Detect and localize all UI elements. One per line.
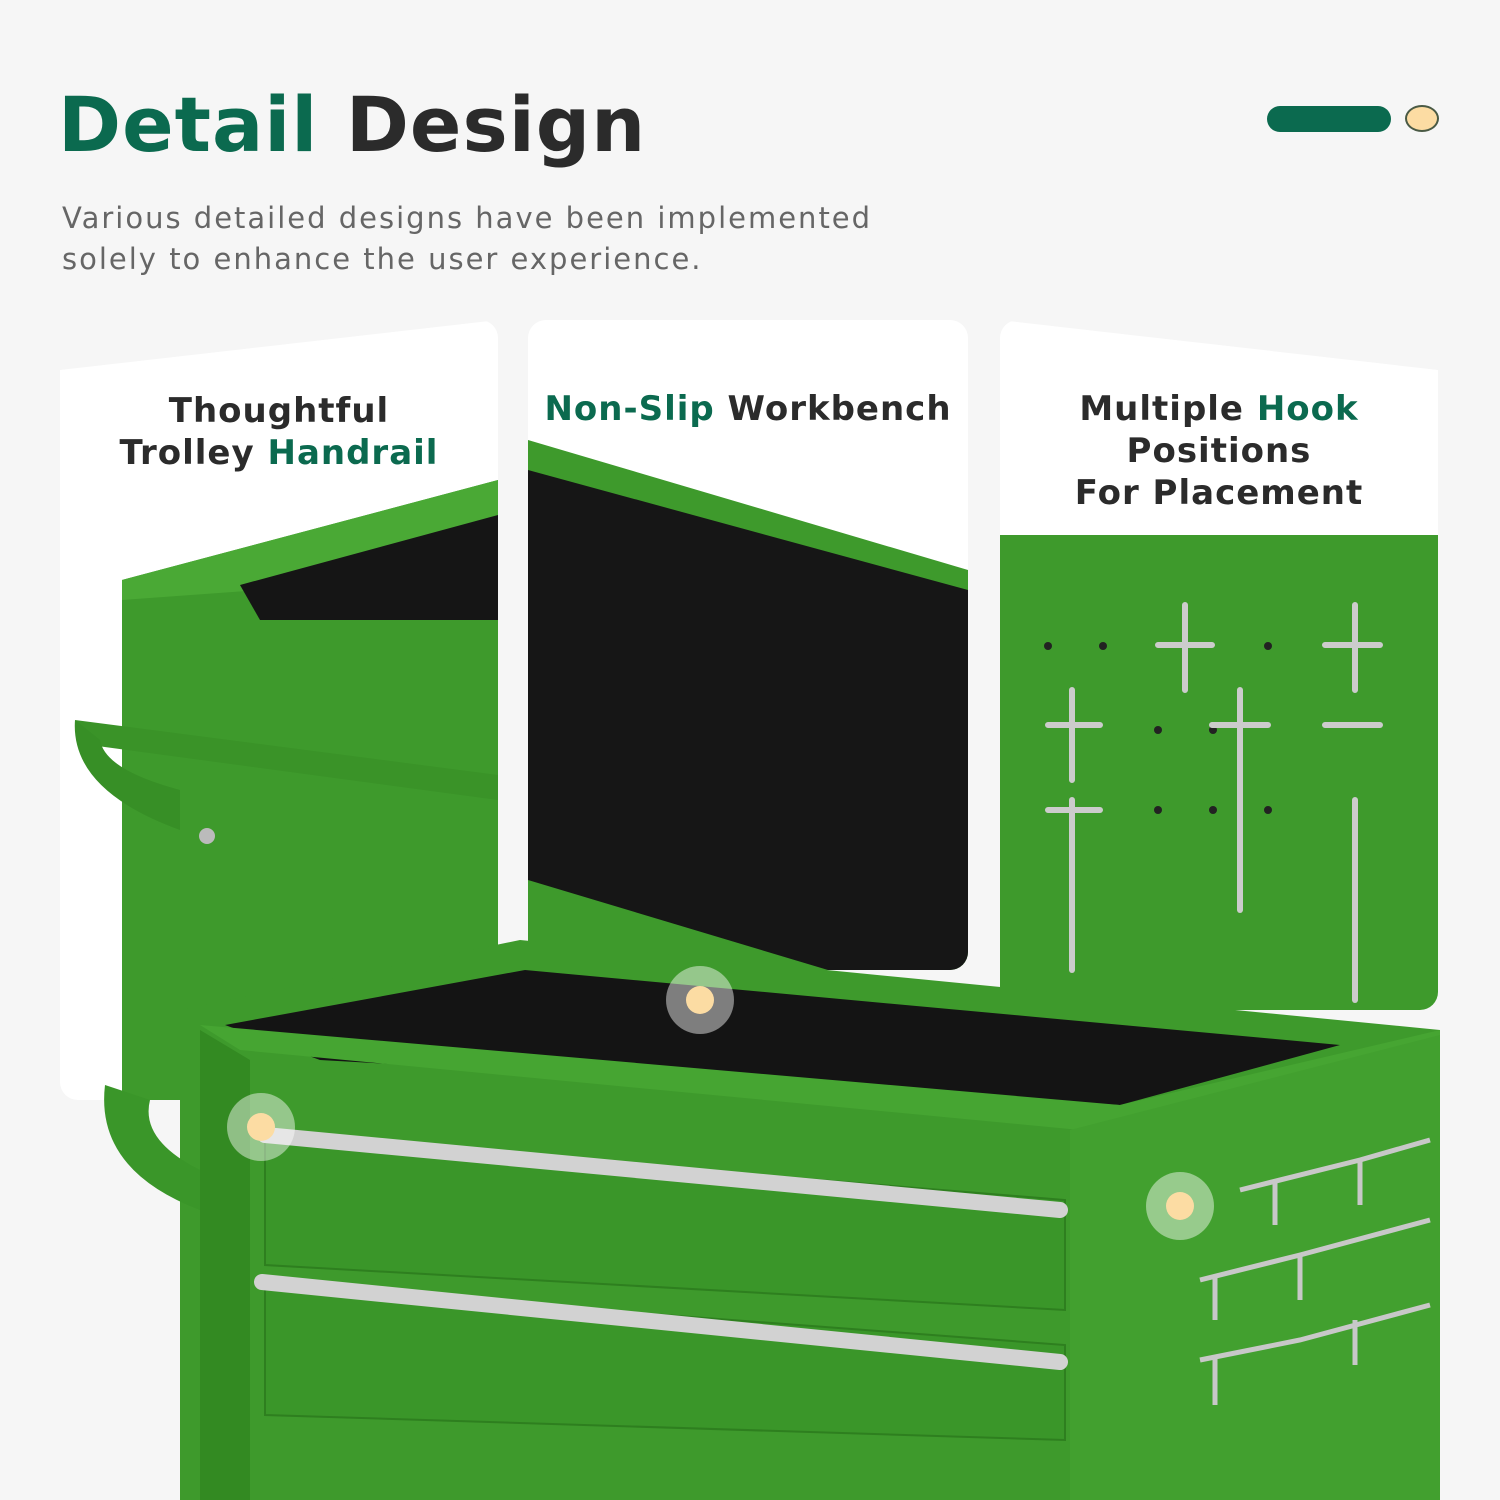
page-dot[interactable] — [1405, 105, 1439, 132]
handrail-caption: Thoughtful Trolley Handrail — [60, 390, 498, 474]
caption-accent: Handrail — [267, 433, 439, 473]
subtitle-line-1: Various detailed designs have been imple… — [62, 201, 873, 235]
hook-card: Multiple Hook Positions For Placement — [1000, 320, 1438, 1010]
handrail-image — [74, 480, 498, 1100]
subtitle: Various detailed designs have been imple… — [62, 198, 962, 280]
handrail-card: Thoughtful Trolley Handrail — [60, 320, 498, 1100]
workbench-card: Non-Slip Workbench — [528, 320, 968, 970]
workbench-caption: Non-Slip Workbench — [528, 388, 968, 430]
drawer-hotspot[interactable] — [227, 1093, 295, 1161]
caption-plain: Workbench — [714, 389, 952, 429]
caption-line: Positions — [1126, 431, 1312, 471]
side-hook-hotspot[interactable] — [1146, 1172, 1214, 1240]
title-accent: Detail — [58, 80, 319, 169]
workbench-image — [528, 440, 968, 970]
caption-plain: Multiple — [1079, 389, 1257, 429]
subtitle-line-2: solely to enhance the user experience. — [62, 242, 703, 276]
carousel-indicator[interactable] — [1267, 105, 1439, 132]
workbench-hotspot[interactable] — [666, 966, 734, 1034]
pegboard-image — [1000, 535, 1438, 1010]
caption-line: Thoughtful — [168, 391, 390, 431]
page-title: Detail Design — [58, 80, 646, 169]
caption-accent: Non-Slip — [544, 389, 715, 429]
hook-caption: Multiple Hook Positions For Placement — [1000, 388, 1438, 514]
active-page-pill[interactable] — [1267, 105, 1391, 132]
title-rest: Design — [345, 80, 647, 169]
caption-line: For Placement — [1074, 473, 1364, 513]
caption-accent: Hook — [1256, 389, 1359, 429]
caption-plain: Trolley — [119, 433, 268, 473]
